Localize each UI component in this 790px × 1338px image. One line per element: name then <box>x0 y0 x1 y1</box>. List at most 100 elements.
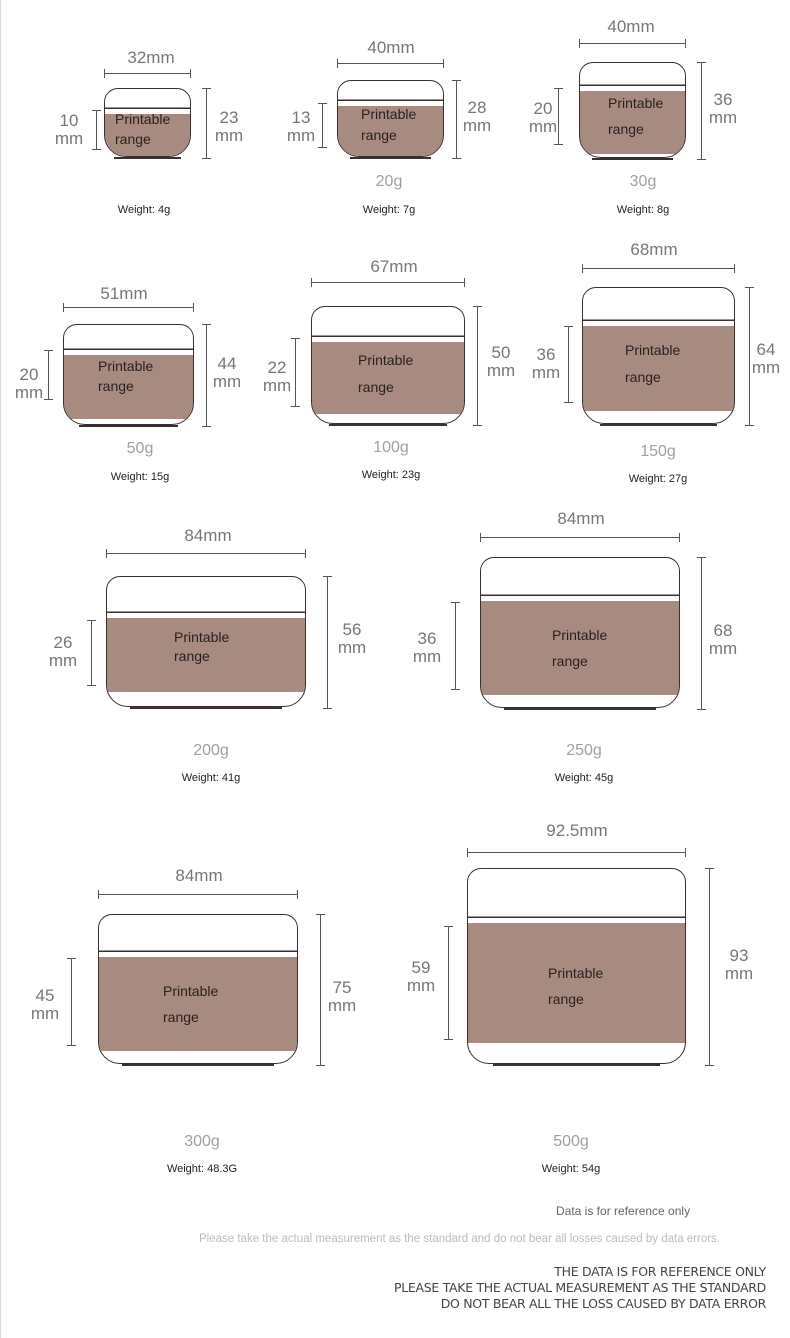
height-value: 93 <box>729 946 749 965</box>
printable-height-unit: mm <box>48 651 78 670</box>
height-unit: mm <box>214 126 244 145</box>
height-value: 50 <box>491 343 511 362</box>
jar-base <box>349 157 432 159</box>
jar-base <box>591 158 674 160</box>
height-dimension-line <box>697 557 706 710</box>
capacity-label: 100g <box>373 439 409 456</box>
width-label: 32mm <box>127 48 175 67</box>
range-label: range <box>98 378 134 394</box>
weight-label: Weight: 54g <box>541 1163 601 1175</box>
jar-base <box>600 424 717 426</box>
jar-body <box>311 306 465 424</box>
height-unit: mm <box>486 361 516 380</box>
jar-base <box>114 157 181 159</box>
height-value: 36 <box>713 90 733 109</box>
printable-band <box>105 109 190 156</box>
width-dimension-line <box>337 59 444 68</box>
height-dimension-line <box>705 868 714 1066</box>
width-dimension-line <box>104 69 191 78</box>
height-value: 56 <box>342 620 362 639</box>
jar-body <box>467 868 686 1064</box>
height-unit: mm <box>724 964 754 983</box>
height-dimension-line <box>323 576 332 709</box>
height-unit: mm <box>462 116 492 135</box>
width-dimension-line <box>63 303 194 312</box>
printable-band <box>468 918 685 1043</box>
printable-dimension-line <box>444 926 453 1040</box>
height-dimension-line <box>745 287 754 426</box>
printable-band <box>107 613 305 692</box>
printable-height-unit: mm <box>412 647 442 666</box>
caps-line: PLEASE TAKE THE ACTUAL MEASUREMENT AS TH… <box>394 1280 766 1295</box>
printable-dimension-line <box>554 88 563 145</box>
weight-label: Weight: 27g <box>628 473 688 485</box>
printable-label: Printable <box>608 95 664 111</box>
weight-label: Weight: 48.3G <box>166 1163 238 1175</box>
height-dimension-line <box>202 88 211 159</box>
width-label: 40mm <box>607 17 655 36</box>
disclaimer-note: Please take the actual measurement as th… <box>199 1233 721 1245</box>
printable-band <box>338 101 443 156</box>
width-dimension-line <box>579 39 686 48</box>
jar-body <box>480 557 680 708</box>
jar-body <box>63 324 194 425</box>
printable-band <box>481 596 679 695</box>
height-dimension-line <box>452 80 461 159</box>
printable-label: Printable <box>163 983 219 999</box>
capacity-label: 150g <box>640 443 676 460</box>
height-unit: mm <box>708 639 738 658</box>
printable-dimension-line <box>92 110 101 150</box>
height-dimension-line <box>316 914 325 1066</box>
jar-base <box>78 425 179 427</box>
height-unit: mm <box>708 108 738 127</box>
weight-label: Weight: 15g <box>110 471 170 483</box>
width-label: 51mm <box>100 284 148 303</box>
width-label: 84mm <box>175 866 223 885</box>
jar-body <box>104 88 191 157</box>
printable-height-value: 22 <box>267 358 287 377</box>
jar-base <box>493 1064 660 1066</box>
capacity-label: 20g <box>375 173 403 190</box>
capacity-label: 30g <box>629 173 657 190</box>
height-unit: mm <box>327 996 357 1015</box>
height-unit: mm <box>212 372 242 391</box>
range-label: range <box>163 1009 199 1025</box>
weight-label: Weight: 7g <box>362 204 416 216</box>
printable-height-value: 26 <box>53 633 73 652</box>
height-value: 64 <box>756 340 776 359</box>
printable-label: Printable <box>552 627 608 643</box>
range-label: range <box>548 991 584 1007</box>
reference-note: Data is for reference only <box>556 1204 691 1218</box>
printable-height-unit: mm <box>531 363 561 382</box>
width-label: 92.5mm <box>546 821 608 840</box>
width-dimension-line <box>311 278 465 287</box>
height-value: 28 <box>467 98 487 117</box>
weight-label: Weight: 41g <box>181 772 241 784</box>
jar-body <box>106 576 306 707</box>
capacity-label: 50g <box>126 440 154 457</box>
printable-height-unit: mm <box>14 383 44 402</box>
jar-body <box>582 287 735 424</box>
jar-body <box>98 914 298 1064</box>
printable-label: Printable <box>548 965 604 981</box>
capacity-label: 250g <box>566 742 602 759</box>
printable-height-value: 13 <box>291 108 311 127</box>
printable-height-unit: mm <box>406 976 436 995</box>
jar-base <box>130 707 282 709</box>
printable-label: Printable <box>358 352 414 368</box>
printable-dimension-line <box>291 338 300 407</box>
width-dimension-line <box>582 264 735 273</box>
printable-band <box>580 86 685 154</box>
